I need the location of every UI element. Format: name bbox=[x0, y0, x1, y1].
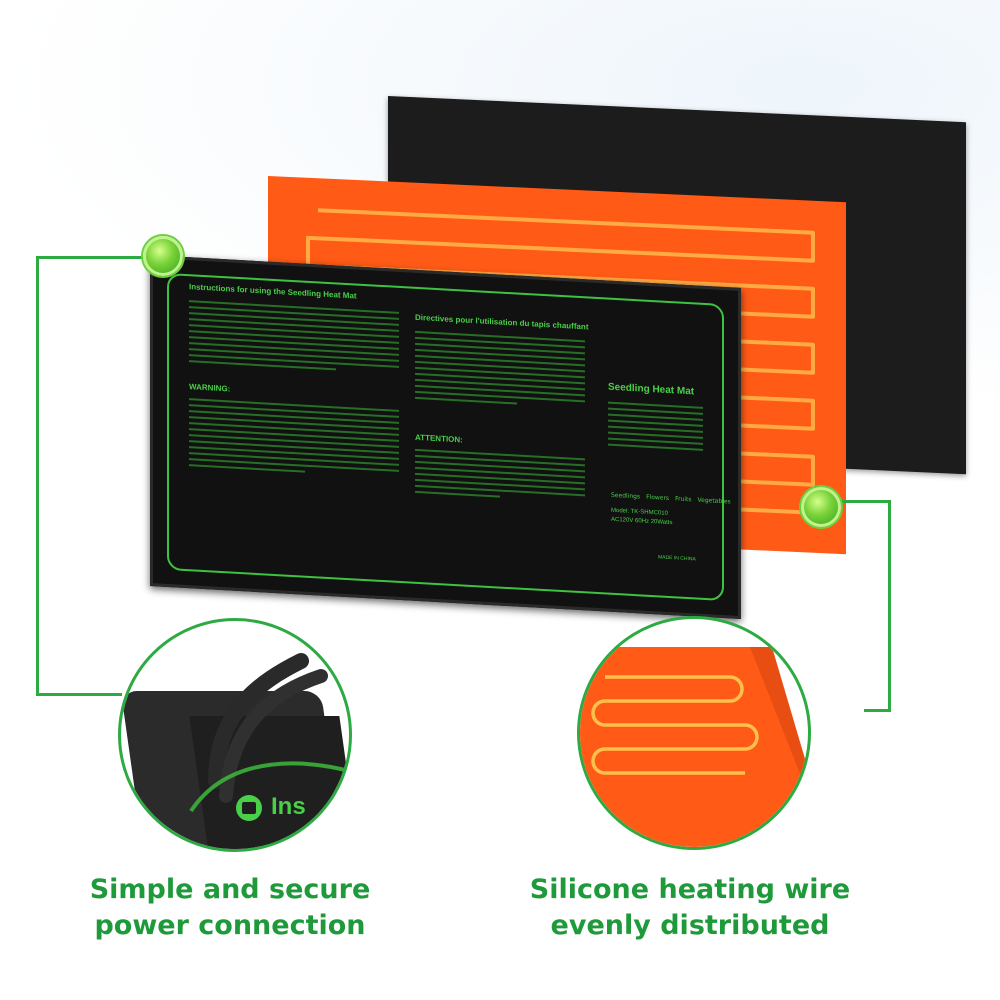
front-heat-mat: Instructions for using the Seedling Heat… bbox=[150, 255, 741, 620]
right-caption-line2: evenly distributed bbox=[550, 910, 830, 941]
right-caption-line1: Silicone heating wire bbox=[529, 874, 851, 905]
mat-instruction-lines-en bbox=[189, 300, 399, 378]
mat-instruction-lines-fr bbox=[415, 330, 585, 413]
left-caption-line1: Simple and secure bbox=[89, 874, 371, 905]
power-connection-zoom: Ins bbox=[118, 618, 352, 852]
mat-warning-lines-fr bbox=[415, 448, 585, 507]
left-callout-line-bottom bbox=[36, 693, 122, 696]
left-caption-line2: power connection bbox=[94, 910, 366, 941]
zoom-text-fragment: Ins bbox=[271, 793, 306, 820]
left-callout-dot bbox=[143, 236, 183, 276]
right-caption: Silicone heating wire evenly distributed bbox=[505, 872, 875, 944]
right-callout-line-vertical bbox=[888, 500, 891, 712]
left-callout-line-top bbox=[36, 256, 164, 259]
mat-warning-lines-en bbox=[189, 398, 399, 482]
mat-icon-label: Fruits bbox=[675, 495, 692, 504]
left-caption: Simple and secure power connection bbox=[60, 872, 400, 944]
power-cable-illustration bbox=[122, 653, 349, 849]
heating-wire-closeup bbox=[580, 647, 808, 847]
left-callout-line-vertical bbox=[36, 256, 39, 696]
mat-icon-label: Flowers bbox=[646, 493, 670, 503]
right-callout-line-bottom bbox=[864, 709, 891, 712]
heating-wire-zoom bbox=[577, 616, 811, 850]
right-callout-line-top bbox=[836, 500, 891, 503]
mat-spec-table bbox=[608, 401, 703, 455]
right-callout-dot bbox=[801, 487, 841, 527]
